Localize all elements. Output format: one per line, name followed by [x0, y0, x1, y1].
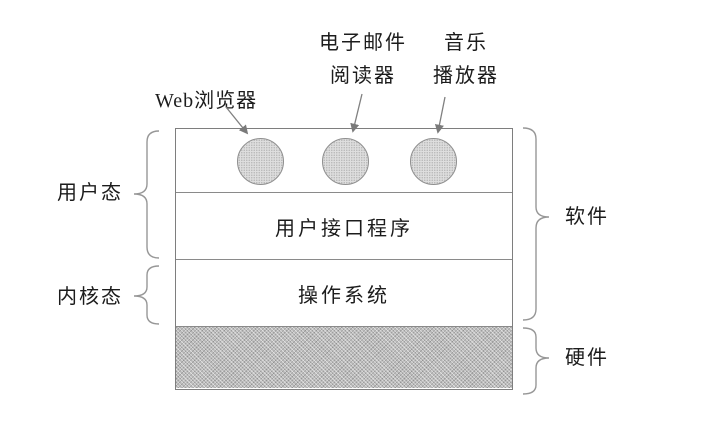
brace-kernel-mode	[133, 265, 160, 325]
label-kernel-mode: 内核态	[57, 286, 123, 308]
arrow-email-reader	[350, 93, 363, 133]
brace-hardware	[522, 327, 550, 395]
layer-applications	[176, 129, 512, 193]
label-music-player: 音乐 播放器	[406, 27, 526, 93]
label-email-reader: 电子邮件 阅读器	[303, 27, 423, 93]
layer-user-interface-programs: 用户接口程序	[176, 193, 512, 260]
arrow-music-player	[434, 96, 446, 134]
label-software: 软件	[565, 206, 609, 228]
label-music-player-line1: 音乐	[444, 32, 488, 54]
app-circle-music-player	[410, 138, 457, 185]
system-stack-box: 用户接口程序 操作系统	[175, 128, 513, 390]
app-circle-email-reader	[322, 138, 369, 185]
label-user-mode: 用户态	[57, 182, 123, 204]
layer-operating-system: 操作系统	[176, 260, 512, 327]
layer-operating-system-label: 操作系统	[298, 284, 390, 307]
label-email-reader-line2: 阅读器	[330, 65, 396, 87]
app-circle-web-browser	[237, 138, 284, 185]
label-hardware: 硬件	[565, 347, 609, 369]
brace-software	[522, 127, 550, 321]
label-music-player-line2: 播放器	[433, 65, 499, 87]
label-email-reader-line1: 电子邮件	[319, 32, 407, 54]
layer-user-interface-label: 用户接口程序	[275, 217, 413, 240]
layer-hardware-hatched	[176, 327, 512, 388]
brace-user-mode	[133, 130, 160, 259]
label-web-browser: Web浏览器	[155, 90, 258, 112]
